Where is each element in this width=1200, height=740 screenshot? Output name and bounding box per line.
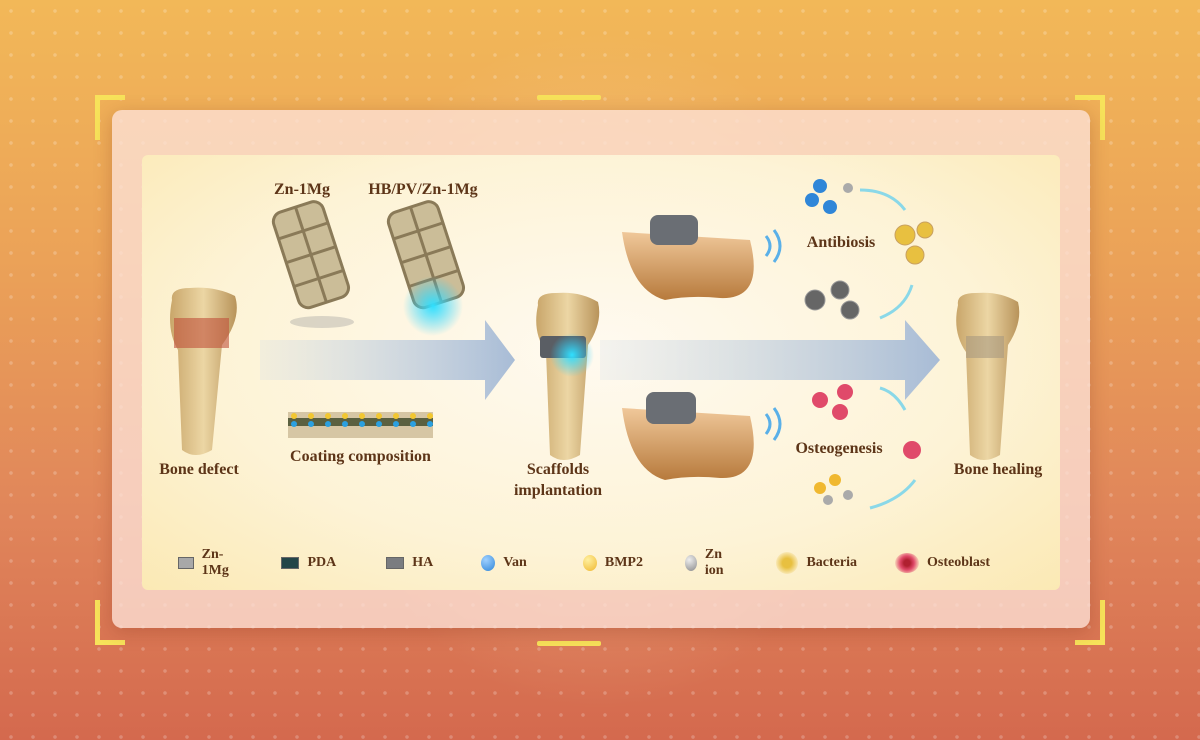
legend-item-bmp2: BMP2 — [582, 555, 643, 571]
ha-swatch — [386, 557, 405, 569]
zn1mg-swatch — [178, 557, 194, 569]
van-zn-particles — [805, 179, 853, 214]
healed-bone-image — [956, 292, 1020, 460]
van-ball-icon — [481, 555, 496, 571]
bmp2-ball-icon — [582, 555, 597, 571]
corner-bracket — [1075, 95, 1105, 140]
label-coating-composition: Coating composition — [290, 448, 431, 465]
bacteria-icon — [776, 552, 799, 574]
legend-item-osteoblast: Osteoblast — [895, 553, 990, 573]
label-bone-defect: Bone defect — [159, 461, 239, 478]
label-zn1mg: Zn-1Mg — [274, 181, 330, 198]
bmp2-zn-particles — [814, 474, 853, 505]
scaffold-implanted-bone-image — [536, 292, 600, 460]
legend-item-zn-ion: Zn ion — [684, 547, 739, 579]
legend: Zn-1Mg PDA HA Van BMP2 Zn ion Bacteria O… — [178, 547, 1028, 578]
legend-item-ha: HA — [386, 555, 433, 571]
legend-item-pda: PDA — [281, 555, 336, 571]
corner-bracket — [95, 95, 125, 140]
label-osteogenesis: Osteogenesis — [795, 440, 883, 457]
corner-bracket — [95, 600, 125, 645]
zn1mg-scaffold-image — [271, 200, 351, 310]
osteoblast-cluster — [812, 384, 921, 459]
frame-accent — [537, 95, 601, 100]
dead-bacteria-cluster — [804, 280, 860, 320]
osteoblast-icon — [895, 553, 919, 573]
cycle-arrows — [859, 188, 917, 510]
legend-item-zn1mg: Zn-1Mg — [178, 547, 243, 579]
process-arrow — [260, 320, 515, 400]
coating-composition-image — [288, 412, 433, 438]
bacteria-cluster — [894, 221, 934, 265]
label-implantation: implantation — [513, 482, 602, 499]
process-arrow — [600, 320, 940, 400]
legend-item-van: Van — [481, 555, 527, 571]
antibiosis-tissue-image — [622, 215, 754, 300]
label-antibiosis: Antibiosis — [806, 234, 876, 251]
label-bone-healing: Bone healing — [953, 461, 1043, 478]
legend-item-bacteria: Bacteria — [776, 552, 857, 574]
label-scaffolds: Scaffolds — [526, 461, 590, 478]
signal-waves-icon — [764, 229, 782, 441]
label-hbpv-zn1mg: HB/PV/Zn-1Mg — [368, 181, 478, 198]
bone-defect-image — [170, 287, 237, 455]
frame-accent — [537, 641, 601, 646]
corner-bracket — [1075, 600, 1105, 645]
pda-swatch — [281, 557, 300, 569]
osteogenesis-tissue-image — [622, 392, 754, 480]
zn-ion-ball-icon — [684, 555, 697, 571]
